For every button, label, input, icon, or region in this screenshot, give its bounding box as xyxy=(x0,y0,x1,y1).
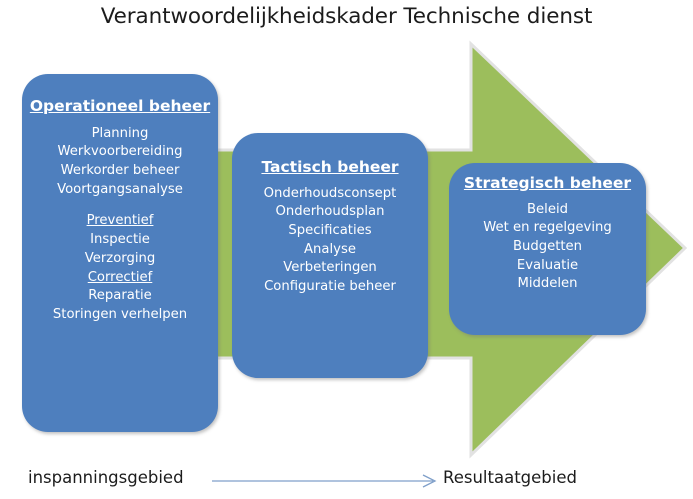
pillar-title-strategisch: Strategisch beheer xyxy=(463,174,632,192)
pillar-strategisch-beheer[interactable]: Strategisch beheer Beleid Wet en regelge… xyxy=(449,163,646,335)
pillar-item-spacer xyxy=(22,199,218,212)
pillar-item: Storingen verhelpen xyxy=(52,307,188,323)
pillar-item: Onderhoudsplan xyxy=(275,204,385,220)
pillar-item: Budgetten xyxy=(512,238,583,254)
pillar-tactisch-beheer[interactable]: Tactisch beheer Onderhoudsconsept Onderh… xyxy=(232,133,428,378)
pillar-item: Configuratie beheer xyxy=(264,279,396,295)
pillar-item: Inspectie xyxy=(90,232,150,248)
pillar-item: Wet en regelgeving xyxy=(483,220,612,236)
pillar-item: Reparatie xyxy=(88,288,152,304)
pillar-item: Onderhoudsconsept xyxy=(263,185,397,201)
page-title: Verantwoordelijkheidskader Technische di… xyxy=(100,4,593,29)
pillar-item: Planning xyxy=(91,125,149,141)
pillar-item: Middelen xyxy=(517,276,578,292)
legend-arrow-icon xyxy=(212,474,437,488)
pillar-item: Werkorder beheer xyxy=(60,162,180,178)
pillar-item: Werkvoorbereiding xyxy=(57,144,183,160)
pillar-title-tactisch: Tactisch beheer xyxy=(261,158,399,176)
pillar-item: Specificaties xyxy=(288,222,372,238)
pillar-item: Evaluatie xyxy=(516,257,579,273)
pillar-subhead-preventief: Preventief xyxy=(86,213,154,229)
legend-label-inspanningsgebied: inspanningsgebied xyxy=(28,468,184,487)
pillar-item: Verbeteringen xyxy=(283,260,377,276)
pillar-item: Beleid xyxy=(527,201,568,217)
pillar-item: Analyse xyxy=(304,241,356,257)
pillar-item: Verzorging xyxy=(84,250,156,266)
pillar-subhead-correctief: Correctief xyxy=(87,269,153,285)
pillar-operationeel-beheer[interactable]: Operationeel beheer Planning Werkvoorber… xyxy=(22,74,218,432)
legend-label-resultaatgebied: Resultaatgebied xyxy=(443,468,577,487)
pillar-item: Voortgangsanalyse xyxy=(57,181,183,197)
pillar-title-operationeel: Operationeel beheer xyxy=(29,97,211,115)
